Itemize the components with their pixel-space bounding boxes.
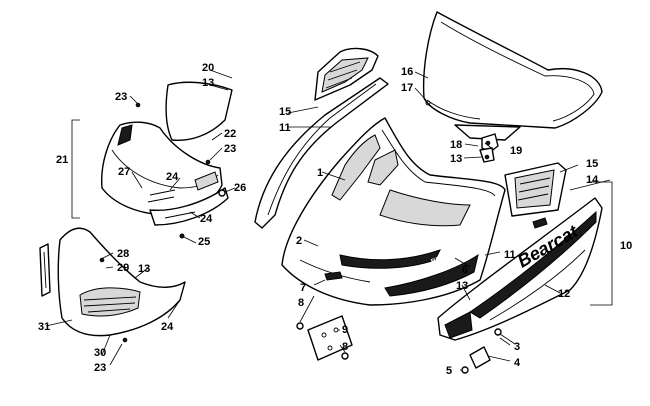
callout-15b: 15 [586, 158, 598, 170]
callout-19: 19 [510, 145, 522, 157]
callout-23b: 23 [224, 143, 236, 155]
mount-bracket [479, 133, 499, 163]
callout-24b: 24 [200, 213, 213, 225]
callout-24c: 24 [161, 321, 174, 333]
callout-21: 21 [56, 154, 68, 166]
callout-4: 4 [514, 357, 521, 369]
skid-plate [307, 315, 353, 361]
callout-12: 12 [558, 288, 570, 300]
callout-10: 10 [620, 240, 632, 252]
callout-23a: 23 [115, 91, 127, 103]
upper-vent [314, 47, 379, 101]
callout-24a: 24 [166, 171, 179, 183]
bumper [149, 187, 229, 239]
callout-20: 20 [202, 62, 214, 74]
windshield [422, 11, 603, 141]
hardware [99, 102, 516, 374]
callout-3: 3 [514, 341, 520, 353]
callout-16: 16 [401, 66, 413, 78]
callout-8a: 8 [298, 297, 304, 309]
callout-13d: 13 [456, 280, 468, 292]
side-panel [437, 197, 603, 341]
callout-13c: 13 [138, 263, 150, 275]
callout-13a: 13 [202, 77, 214, 89]
callout-11b: 11 [504, 249, 516, 261]
callout-28: 28 [117, 248, 129, 260]
callout-13b: 13 [450, 153, 462, 165]
callout-25: 25 [198, 236, 210, 248]
callout-5: 5 [446, 365, 452, 377]
hood [281, 117, 506, 306]
callout-15a: 15 [279, 106, 291, 118]
callout-22: 22 [224, 128, 236, 140]
callout-30: 30 [94, 347, 106, 359]
trim-strip-left [254, 77, 389, 229]
callout-31: 31 [38, 321, 50, 333]
front-shell [100, 81, 233, 216]
callout-14: 14 [586, 174, 599, 186]
leader-lines [45, 69, 611, 371]
side-vent [504, 162, 567, 217]
callout-29: 29 [117, 262, 129, 274]
hood-badge [324, 271, 343, 281]
callout-labels: 1 2 3 4 5 6 7 8 8 9 10 11 11 12 13 13 13… [38, 62, 632, 377]
callout-26: 26 [234, 182, 246, 194]
callout-1: 1 [317, 167, 323, 179]
callout-11a: 11 [279, 122, 291, 134]
callout-2: 2 [296, 235, 302, 247]
callout-17: 17 [401, 82, 413, 94]
callout-27: 27 [118, 166, 130, 178]
callout-6: 6 [462, 264, 468, 276]
callout-23c: 23 [94, 362, 106, 374]
callout-7: 7 [300, 282, 306, 294]
callout-18: 18 [450, 139, 462, 151]
bottom-pan [39, 227, 186, 337]
callout-8b: 8 [342, 341, 348, 353]
callout-9: 9 [342, 324, 348, 336]
